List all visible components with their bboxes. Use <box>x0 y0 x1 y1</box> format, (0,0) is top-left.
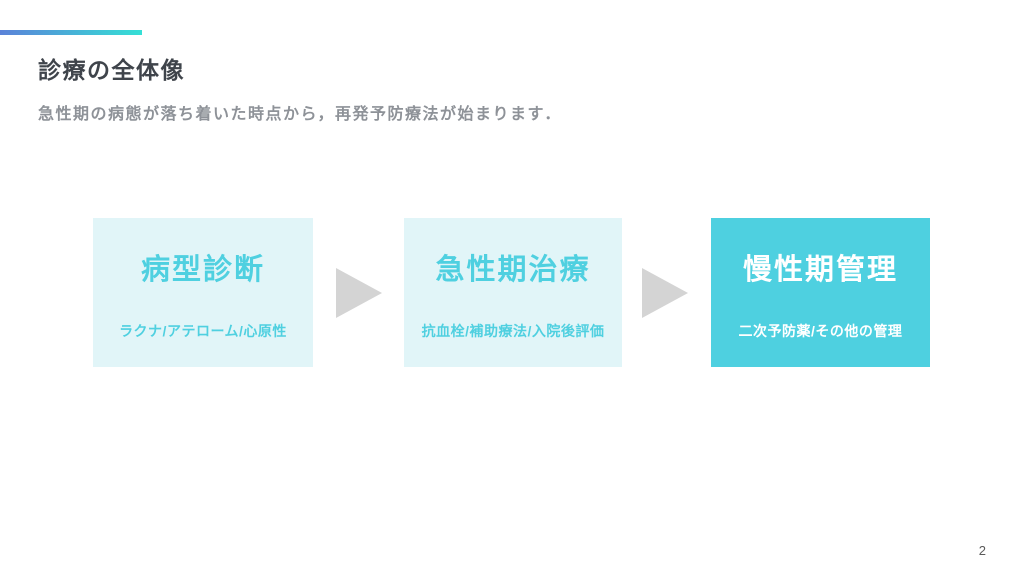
flow-step-heading: 慢性期管理 <box>742 254 898 286</box>
page-number: 2 <box>978 543 986 558</box>
accent-gradient-bar <box>0 30 142 35</box>
flow-step-acute-treatment: 急性期治療 抗血栓/補助療法/入院後評価 <box>404 218 622 367</box>
flow-step-detail: 抗血栓/補助療法/入院後評価 <box>421 323 605 339</box>
arrow-right-icon <box>642 268 688 318</box>
flow-step-heading: 急性期治療 <box>435 254 591 286</box>
flow-step-detail: ラクナ/アテローム/心原性 <box>119 323 287 339</box>
flow-step-diagnosis: 病型診断 ラクナ/アテローム/心原性 <box>93 218 313 367</box>
flow-step-heading: 病型診断 <box>140 254 265 286</box>
arrow-right-icon <box>336 268 382 318</box>
flow-step-chronic-management: 慢性期管理 二次予防薬/その他の管理 <box>711 218 930 367</box>
flow-step-detail: 二次予防薬/その他の管理 <box>738 323 903 339</box>
page-title: 診療の全体像 <box>38 57 185 83</box>
slide-subtitle: 急性期の病態が落ち着いた時点から，再発予防療法が始まります． <box>38 106 562 123</box>
